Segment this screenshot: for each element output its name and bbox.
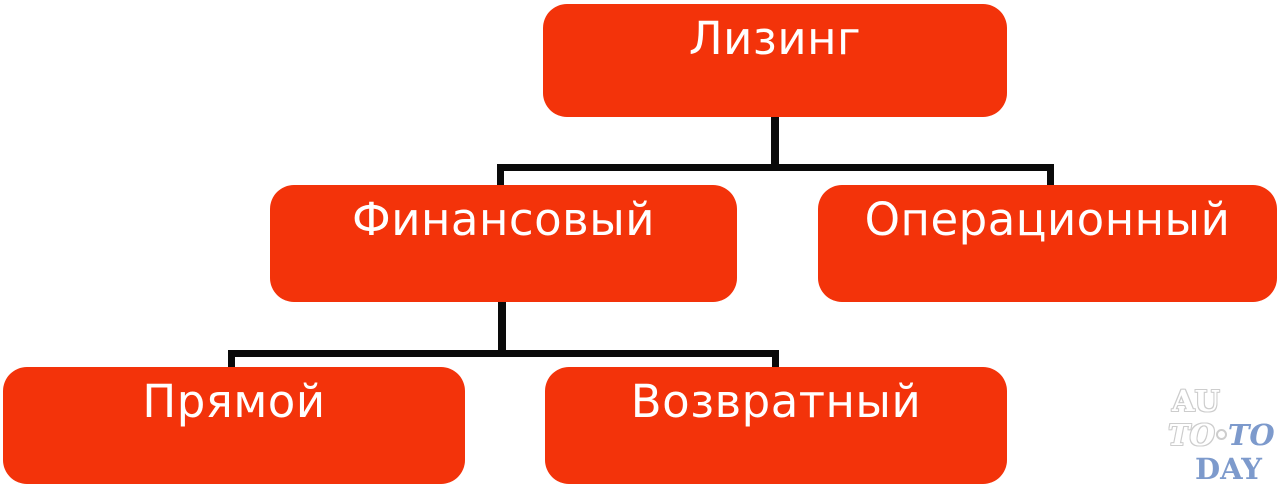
watermark-dot-icon <box>1215 428 1227 440</box>
node-direct-label: Прямой <box>142 375 326 428</box>
watermark-line2-right: TO <box>1227 418 1275 452</box>
watermark-line1: AU <box>1172 384 1220 418</box>
node-leaseback: Возвратный <box>545 367 1007 484</box>
node-financial-label: Финансовый <box>352 193 655 246</box>
connector-root-stem <box>771 117 779 171</box>
autotoday-watermark-logo: AU TO TO DAY <box>1168 384 1275 486</box>
node-direct: Прямой <box>3 367 465 484</box>
watermark-line3: DAY <box>1195 452 1262 486</box>
node-financial: Финансовый <box>270 185 737 302</box>
node-leasing: Лизинг <box>543 4 1007 117</box>
node-operational-label: Операционный <box>864 193 1231 246</box>
connector-level1-horizontal <box>497 164 1054 171</box>
connector-financial-stub <box>497 164 504 186</box>
connector-leaseback-stub <box>772 350 779 368</box>
node-leasing-label: Лизинг <box>688 12 862 65</box>
node-leaseback-label: Возвратный <box>630 375 922 428</box>
node-operational: Операционный <box>818 185 1277 302</box>
watermark-line2-left: TO <box>1168 418 1215 452</box>
connector-operational-stub <box>1047 164 1054 186</box>
connector-direct-stub <box>228 350 235 368</box>
connector-level2-horizontal <box>228 350 779 357</box>
connector-financial-stem <box>498 302 506 357</box>
